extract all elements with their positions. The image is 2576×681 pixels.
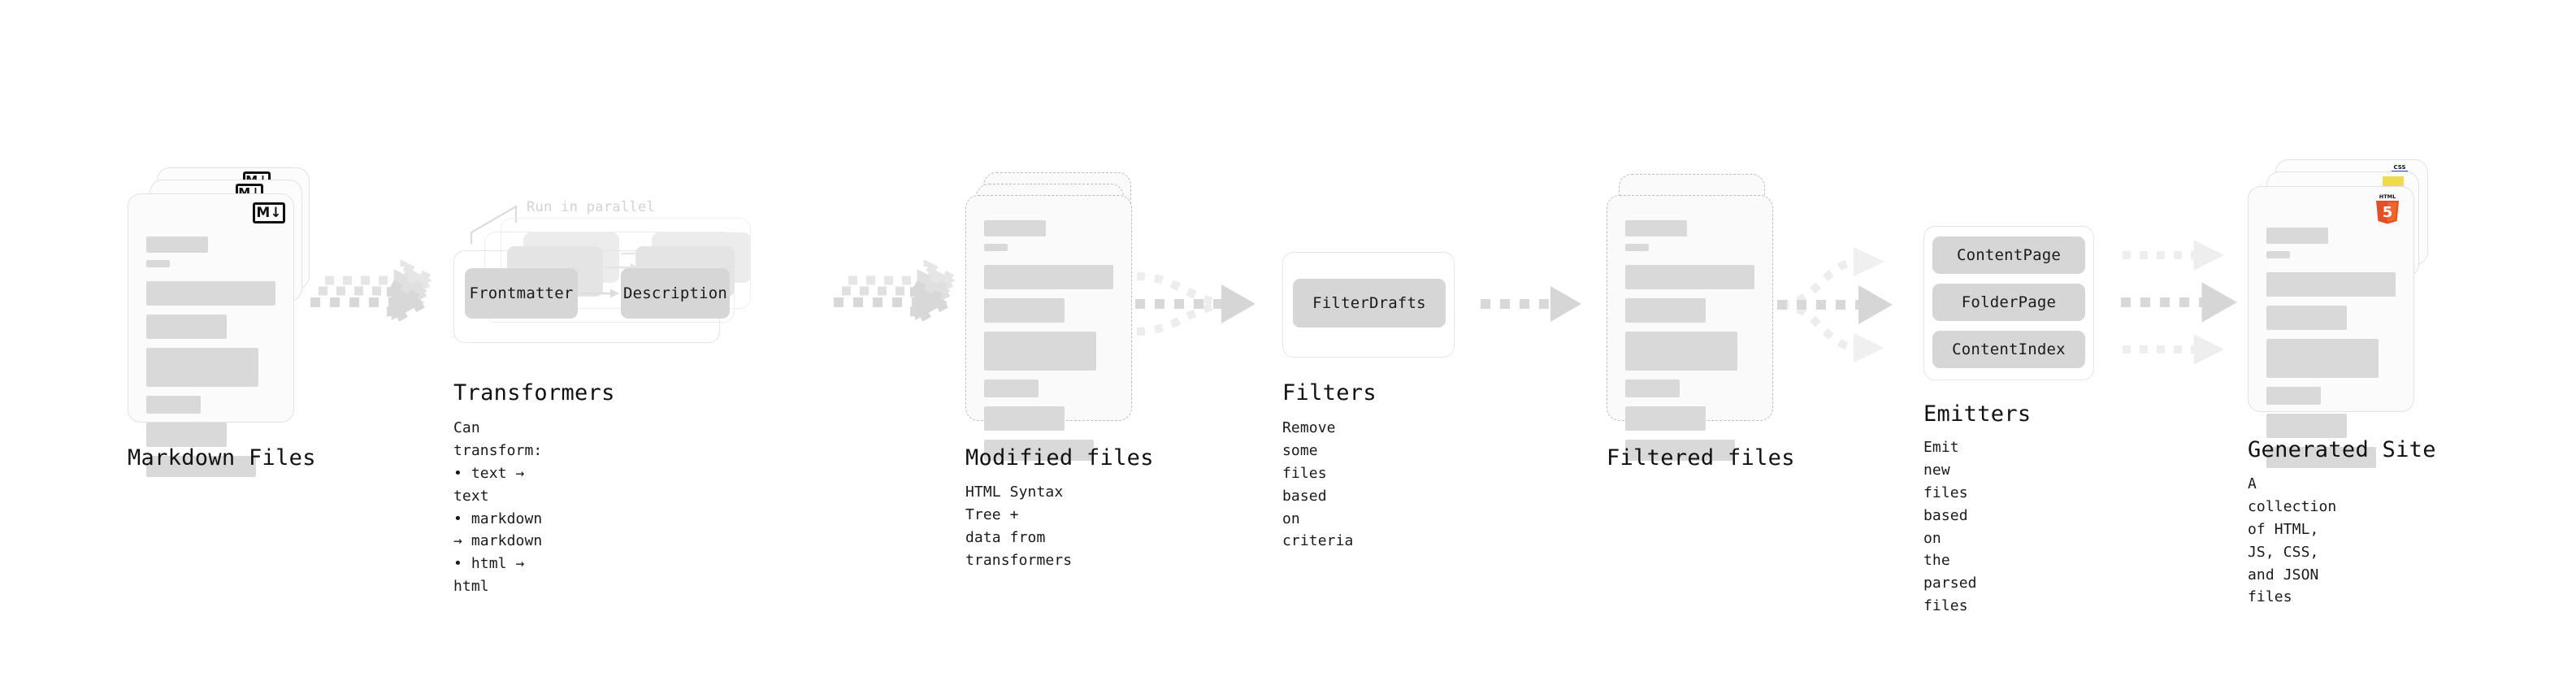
connector-modified-files-to-filters	[1134, 262, 1280, 351]
connector-markdown-to-transformers	[309, 259, 447, 349]
connector-filtered-files-to-emitters	[1776, 236, 1930, 374]
emitters-group	[1923, 226, 2094, 380]
svg-text:5: 5	[2383, 204, 2393, 221]
badge-letter: M	[256, 204, 271, 221]
svg-text:HTML: HTML	[2379, 193, 2396, 200]
stage-title-modified-files: Modified files	[965, 445, 1154, 471]
css-badge-label: CSS	[2393, 164, 2406, 171]
document-skeleton	[1625, 220, 1754, 461]
markdown-doc-front	[128, 193, 294, 477]
transformer-chip-description[interactable]: Description	[621, 268, 730, 319]
stage-desc-generated-site: A collection of HTML, JS, CSS, and JSON …	[2248, 475, 2337, 606]
stage-desc-transformers: Can transform: • text → text • markdown …	[453, 419, 543, 596]
stage-title-filtered-files: Filtered files	[1607, 445, 1795, 471]
filtered-doc-front	[1607, 195, 1773, 461]
connector-emitters-to-generated-site	[2119, 234, 2266, 380]
filter-chip-filterdrafts[interactable]: FilterDrafts	[1293, 279, 1446, 327]
emitter-chip-folderpage[interactable]: FolderPage	[1932, 284, 2085, 321]
transformer-chip-frontmatter[interactable]: Frontmatter	[465, 268, 578, 319]
filters-group	[1282, 252, 1455, 358]
stage-title-emitters: Emitters	[1923, 401, 2032, 427]
document-skeleton	[984, 220, 1113, 461]
run-in-parallel-label: Run in parallel	[527, 199, 656, 215]
emitter-chip-contentindex[interactable]: ContentIndex	[1932, 331, 2085, 368]
stage-desc-modified-files: HTML Syntax Tree + data from transformer…	[965, 484, 1073, 569]
document-skeleton	[146, 236, 275, 477]
stage-desc-emitters: Emit new files based on the parsed files	[1923, 439, 1977, 615]
stage-title-generated-site: Generated Site	[2248, 437, 2436, 462]
stage-desc-filters: Remove some files based on criteria	[1282, 419, 1354, 550]
generated-doc-front	[2248, 186, 2414, 468]
stage-title-markdown-files: Markdown Files	[128, 445, 316, 471]
stage-title-filters: Filters	[1282, 380, 1377, 406]
connector-transformers-to-modified-files	[832, 259, 970, 349]
emitter-chip-contentpage[interactable]: ContentPage	[1932, 236, 2085, 274]
document-skeleton	[2266, 228, 2396, 468]
connector-filters-to-filtered-files	[1479, 284, 1593, 333]
html5-badge: HTML 5	[2374, 192, 2401, 224]
modified-doc-front	[965, 195, 1132, 461]
stage-title-transformers: Transformers	[453, 380, 615, 406]
markdown-badge-front: M↓	[253, 202, 285, 223]
